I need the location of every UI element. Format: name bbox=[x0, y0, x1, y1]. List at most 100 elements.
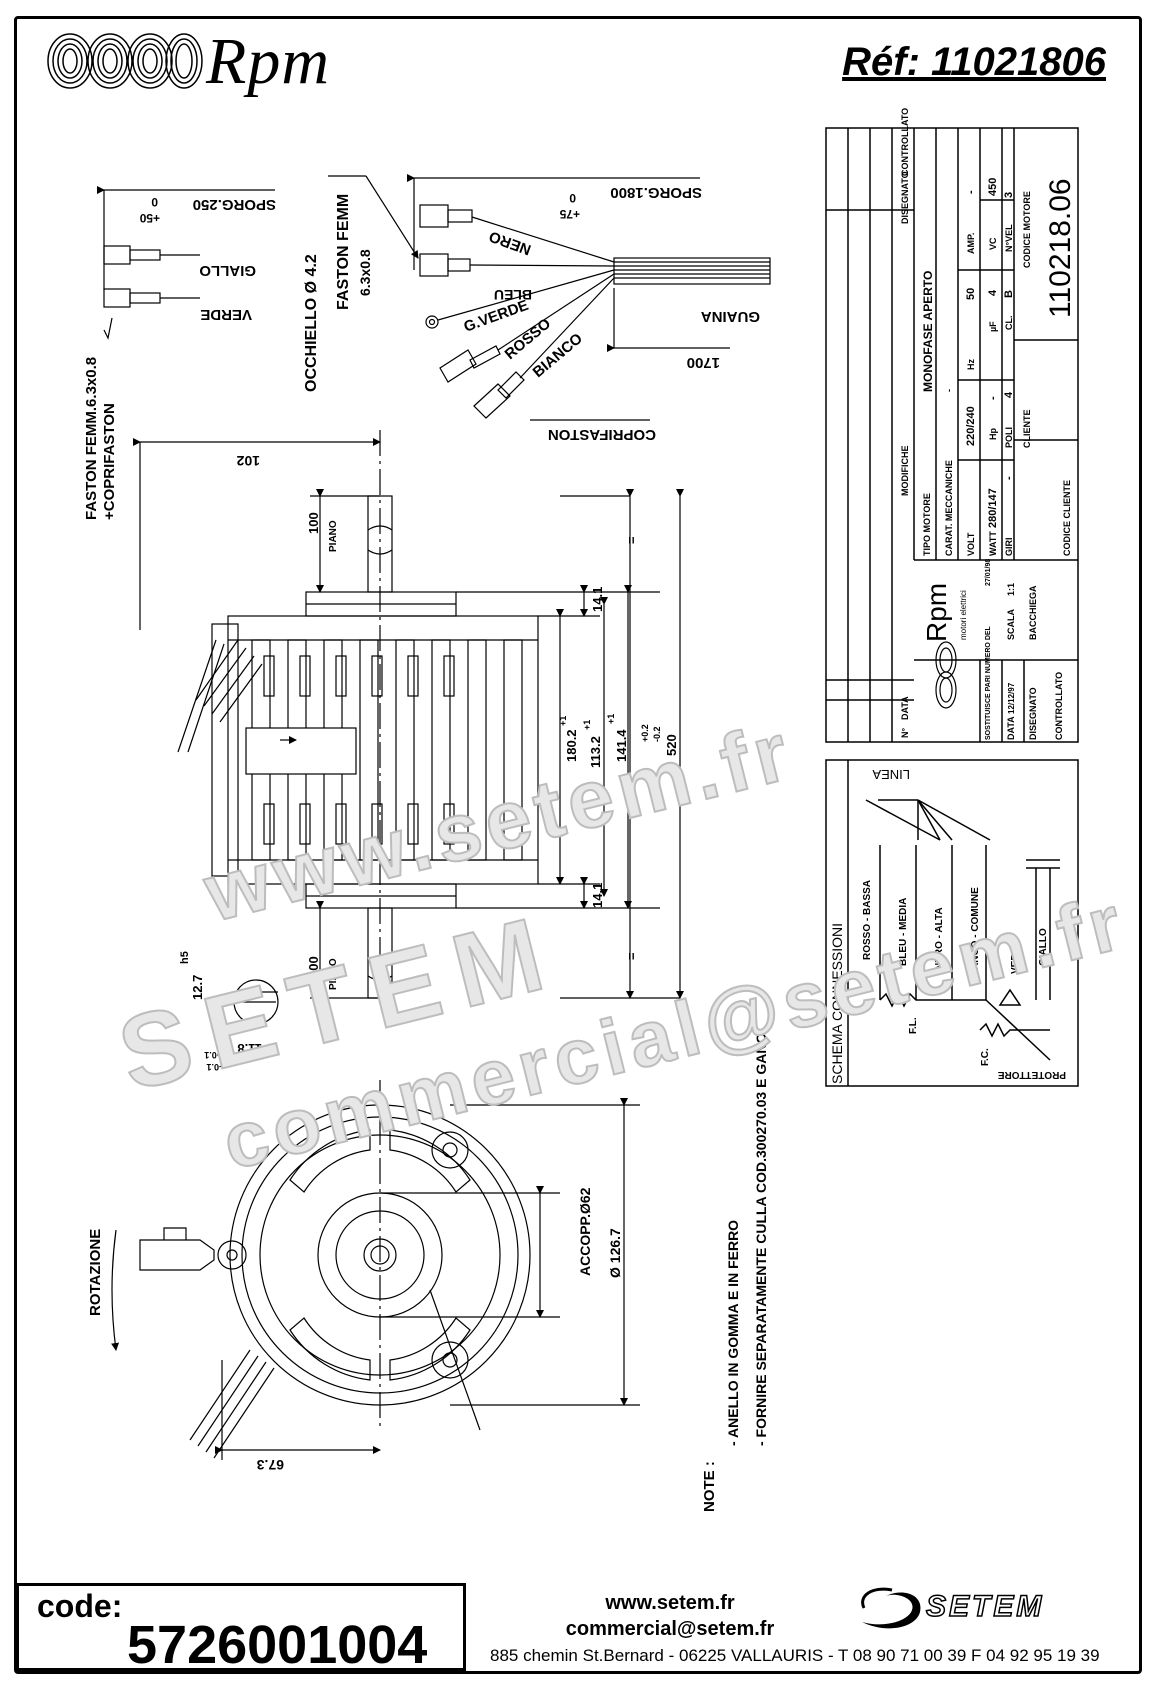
schema-wire-bleu: BLEU - MEDIA bbox=[898, 898, 909, 966]
footer-address: 885 chemin St.Bernard - 06225 VALLAURIS … bbox=[490, 1646, 1100, 1665]
disegnato-label: DISEGNATO bbox=[1028, 687, 1038, 740]
poli-value: 4 bbox=[1003, 391, 1015, 398]
watt-value: 280/147 bbox=[987, 488, 999, 528]
dim-100-top: 100 bbox=[306, 512, 321, 534]
occhiello-label: OCCHIELLO Ø 4.2 bbox=[303, 254, 320, 392]
hp-label: Hp bbox=[988, 428, 998, 440]
label-giallo: GIALLO bbox=[199, 262, 256, 279]
motor-front-view bbox=[139, 1080, 531, 1459]
connector-bleu bbox=[419, 253, 449, 277]
mod-header-modifiche: MODIFICHE bbox=[900, 446, 910, 497]
tipo-motore-label: TIPO MOTORE bbox=[922, 493, 932, 556]
cable-bundle bbox=[437, 216, 771, 379]
cl-value: B bbox=[1003, 290, 1015, 298]
equal-top: = bbox=[624, 536, 639, 544]
fc-label: F.C. bbox=[980, 1048, 991, 1066]
dim-141-tol-plus: +0.2 bbox=[640, 724, 650, 742]
rotation-arrow-icon bbox=[111, 1229, 120, 1351]
wire-bleu: BLEU bbox=[494, 287, 532, 303]
terminal-giallo bbox=[103, 245, 200, 265]
brand-name: Rpm bbox=[206, 25, 330, 98]
sostituisce-date: 27/01/98 bbox=[985, 559, 992, 586]
sporg-1800-tol-plus: +75 bbox=[559, 207, 580, 221]
faston-size-label: 6.3x0.8 bbox=[357, 249, 373, 296]
poli-label: POLI bbox=[1004, 427, 1014, 448]
mod-header-data: DATA bbox=[900, 696, 910, 720]
dim-11-8-tol-minus: -0.1 bbox=[206, 1062, 222, 1072]
dim-67-label: 67.3 bbox=[257, 1457, 284, 1473]
hp-value: - bbox=[987, 396, 999, 400]
volt-label: VOLT bbox=[966, 532, 976, 556]
sporg-1800-label: SPORG.1800 bbox=[610, 184, 702, 201]
eyelet-gverde bbox=[425, 315, 439, 329]
watt-label: WATT bbox=[988, 531, 998, 556]
schema-wire-nero: NERO - ALTA bbox=[934, 907, 945, 970]
rotation-label: ROTAZIONE bbox=[87, 1229, 104, 1316]
hz-value: 50 bbox=[965, 288, 977, 300]
fl-label: F.L. bbox=[908, 1017, 919, 1034]
piano-bottom: PIANO bbox=[328, 958, 339, 990]
terminal-note-2: +COPRIFASTON bbox=[101, 403, 118, 520]
motor-side-view bbox=[133, 430, 539, 1025]
code-value: 5726001004 bbox=[127, 1615, 428, 1675]
mod-header-no: N° bbox=[900, 728, 910, 738]
dim-141-tol-minus: -0.2 bbox=[652, 726, 662, 742]
equal-bottom: = bbox=[624, 952, 639, 960]
schema-title: SCHEMA CONNESSIONI bbox=[829, 923, 845, 1084]
volt-value: 220/240 bbox=[965, 406, 977, 446]
notes-label: NOTE : bbox=[701, 1461, 718, 1512]
sporg-250-tol-zero: 0 bbox=[151, 195, 158, 209]
codice-motore-label: CODICE MOTORE bbox=[1022, 191, 1032, 268]
scala-value: 1:1 bbox=[1006, 583, 1016, 596]
uf-label: µF bbox=[988, 321, 998, 332]
schema-wire-giallo: GIALLO bbox=[1038, 928, 1049, 966]
linea-label: LINEA bbox=[872, 767, 910, 782]
dim-113-tol: +1 bbox=[582, 720, 592, 730]
footer-contacts: www.setem.fr commercial@setem.fr bbox=[520, 1590, 820, 1642]
code-box: code: 5726001004 bbox=[16, 1583, 466, 1675]
dim-520: 520 bbox=[664, 734, 679, 756]
sporg-250-tol-plus: +50 bbox=[139, 211, 160, 225]
carat-label: CARAT. MECCANICHE bbox=[944, 460, 954, 556]
faston-femm-label: FASTON FEMM bbox=[335, 194, 352, 310]
diameter-126-label: Ø 126.7 bbox=[607, 1228, 623, 1278]
coprifaston-label: COPRIFASTON bbox=[548, 426, 656, 443]
dim-113: 113.2 bbox=[588, 736, 603, 768]
cliente-label: CLIENTE bbox=[1022, 409, 1032, 448]
break-mark bbox=[103, 317, 113, 340]
connector-rosso bbox=[439, 349, 477, 383]
drawing-frame bbox=[14, 16, 1142, 1674]
mod-header-disegnato: DISEGNATO bbox=[900, 171, 910, 224]
tipo-motore-value: MONOFASE APERTO bbox=[921, 271, 935, 392]
mod-header-controllato: CONTROLLATO bbox=[900, 108, 910, 176]
dim-14-bottom: 14.1 bbox=[590, 883, 605, 908]
sporg-250-label: SPORG.250 bbox=[193, 196, 276, 213]
cl-label: CL. bbox=[1004, 316, 1014, 331]
carat-value: - bbox=[944, 389, 954, 392]
dim-180: 180.2 bbox=[564, 729, 579, 762]
dim-102: 102 bbox=[236, 453, 260, 469]
title-block bbox=[825, 127, 1079, 743]
controllato-label: CONTROLLATO bbox=[1054, 672, 1064, 740]
setem-logo-text: SETEM bbox=[925, 1589, 1045, 1624]
disegnato-value: BACCHIEGA bbox=[1028, 585, 1038, 640]
sporg-1800-tol-zero: 0 bbox=[569, 191, 576, 205]
schema-wire-bianco: BIANCO - COMUNE bbox=[970, 887, 981, 980]
terminal-note: FASTON FEMM.6.3x0.8 bbox=[83, 357, 100, 520]
dim-180-tol: +1 bbox=[558, 716, 568, 726]
footer-website[interactable]: www.setem.fr bbox=[605, 1592, 735, 1614]
title-block-logo-sub: motori elettrici bbox=[959, 590, 968, 640]
dim-11-8: 11.8 bbox=[237, 1041, 262, 1056]
length-1700-label: 1700 bbox=[687, 354, 720, 371]
codice-motore-value: 110218.06 bbox=[1044, 178, 1077, 318]
setem-swirl-logo-icon bbox=[861, 1587, 921, 1629]
footer-email[interactable]: commercial@setem.fr bbox=[565, 1618, 775, 1640]
connector-bianco bbox=[473, 383, 511, 419]
data-value: 12/12/97 bbox=[1007, 682, 1016, 714]
dim-100-bottom: 100 bbox=[306, 956, 321, 978]
giri-label: GIRI bbox=[1004, 537, 1014, 556]
label-verde: VERDE bbox=[200, 306, 252, 323]
dim-h5: h5 bbox=[179, 951, 191, 964]
reference-number: Réf: 11021806 bbox=[842, 40, 1106, 84]
dim-14-top: 14.1 bbox=[590, 587, 605, 612]
